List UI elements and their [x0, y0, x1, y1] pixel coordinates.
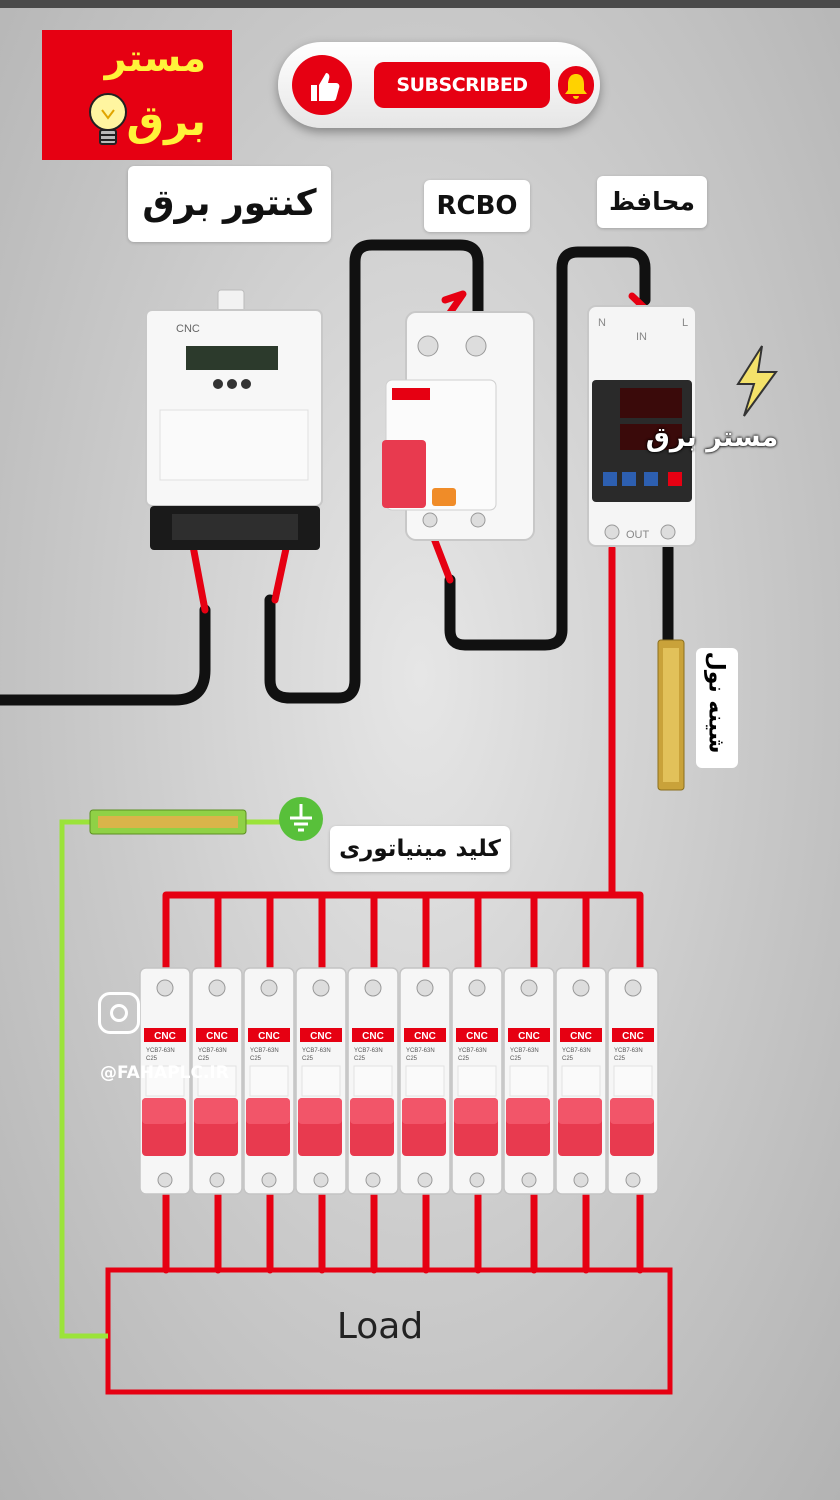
subscribed-button[interactable]: SUBSCRIBED	[374, 62, 550, 108]
mcb-brand: CNC	[154, 1031, 176, 1042]
logo-line-2: برق	[126, 96, 206, 145]
rcbo-device	[382, 311, 535, 541]
meter-label: کنتور برق	[128, 166, 331, 242]
meter-brand: CNC	[176, 323, 200, 335]
mcb-brand: CNC	[518, 1031, 540, 1042]
mcb-breaker: CNC YCB7-63N C25	[399, 967, 451, 1195]
load-box	[105, 1267, 673, 1395]
mcb-model: YCB7-63N	[198, 1048, 227, 1054]
mcb-model: YCB7-63N	[250, 1048, 279, 1054]
mcb-rating: C25	[146, 1056, 158, 1062]
bell-icon[interactable]	[558, 66, 594, 104]
mcb-brand: CNC	[570, 1031, 592, 1042]
mcb-brand: CNC	[622, 1031, 644, 1042]
mcb-model: YCB7-63N	[562, 1048, 591, 1054]
mcb-model: YCB7-63N	[302, 1048, 331, 1054]
protector-label: محافظ	[597, 176, 707, 228]
mcb-rating: C25	[198, 1056, 210, 1062]
protector-n-top: N	[598, 317, 606, 329]
brand-logo: مستر برق	[42, 30, 232, 160]
energy-meter	[145, 289, 323, 550]
live-wires	[162, 290, 659, 1274]
instagram-icon[interactable]	[98, 992, 140, 1034]
mcb-rating: C25	[250, 1056, 262, 1062]
mcb-model: YCB7-63N	[354, 1048, 383, 1054]
earth-wire	[59, 819, 108, 1339]
mcb-model: YCB7-63N	[458, 1048, 487, 1054]
social-handle[interactable]: @FAHAPLC.IR	[100, 1063, 229, 1083]
earth-ground-icon	[279, 797, 323, 841]
subscribe-banner[interactable]: SUBSCRIBED	[278, 42, 600, 128]
mcb-brand: CNC	[258, 1031, 280, 1042]
watermark-text: مستر برق	[645, 422, 779, 453]
mcb-breaker: CNC YCB7-63N C25	[295, 967, 347, 1195]
mcb-breaker: CNC YCB7-63N C25	[191, 967, 243, 1195]
neutral-wires	[0, 239, 674, 706]
mcb-rating: C25	[562, 1056, 574, 1062]
protector-out-label: OUT	[626, 529, 650, 541]
mcb-rating: C25	[614, 1056, 626, 1062]
mcb-breaker: CNC YCB7-63N C25	[347, 967, 399, 1195]
mcb-bank: CNCYCB7-63NC25CNCYCB7-63NC25CNCYCB7-63NC…	[139, 967, 659, 1195]
mcb-rating: C25	[354, 1056, 366, 1062]
brand-watermark: مستر برق	[636, 344, 806, 464]
mcb-breaker: CNC YCB7-63N C25	[555, 967, 607, 1195]
mcb-rating: C25	[302, 1056, 314, 1062]
mcb-breaker: CNC YCB7-63N C25	[243, 967, 295, 1195]
mcb-breaker: CNC YCB7-63N C25	[503, 967, 555, 1195]
thumbs-up-icon	[292, 55, 352, 115]
mcb-brand: CNC	[466, 1031, 488, 1042]
mcb-breaker: CNC YCB7-63N C25	[139, 967, 191, 1195]
logo-line-1: مستر	[104, 36, 206, 80]
neutral-busbar	[657, 639, 685, 791]
mcb-brand: CNC	[206, 1031, 228, 1042]
rcbo-label: RCBO	[424, 180, 530, 232]
mcb-model: YCB7-63N	[146, 1048, 175, 1054]
mcb-brand: CNC	[414, 1031, 436, 1042]
protector-l-top: L	[682, 317, 688, 329]
voltage-protector	[587, 305, 697, 547]
lightning-bolt-icon	[736, 345, 778, 417]
mcb-rating: C25	[458, 1056, 470, 1062]
mcb-label: کلید مینیاتوری	[330, 826, 510, 872]
earth-busbar	[89, 809, 247, 835]
mcb-model: YCB7-63N	[406, 1048, 435, 1054]
load-label: Load	[336, 1306, 424, 1347]
mcb-rating: C25	[406, 1056, 418, 1062]
mcb-brand: CNC	[362, 1031, 384, 1042]
lightbulb-icon	[89, 93, 127, 145]
mcb-breaker: CNC YCB7-63N C25	[451, 967, 503, 1195]
mcb-rating: C25	[510, 1056, 522, 1062]
protector-in-label: IN	[636, 331, 647, 343]
mcb-breaker: CNC YCB7-63N C25	[607, 967, 659, 1195]
mcb-model: YCB7-63N	[510, 1048, 539, 1054]
mcb-brand: CNC	[310, 1031, 332, 1042]
mcb-model: YCB7-63N	[614, 1048, 643, 1054]
neutral-bar-label: شینه نول	[696, 648, 738, 768]
top-border	[0, 0, 840, 8]
